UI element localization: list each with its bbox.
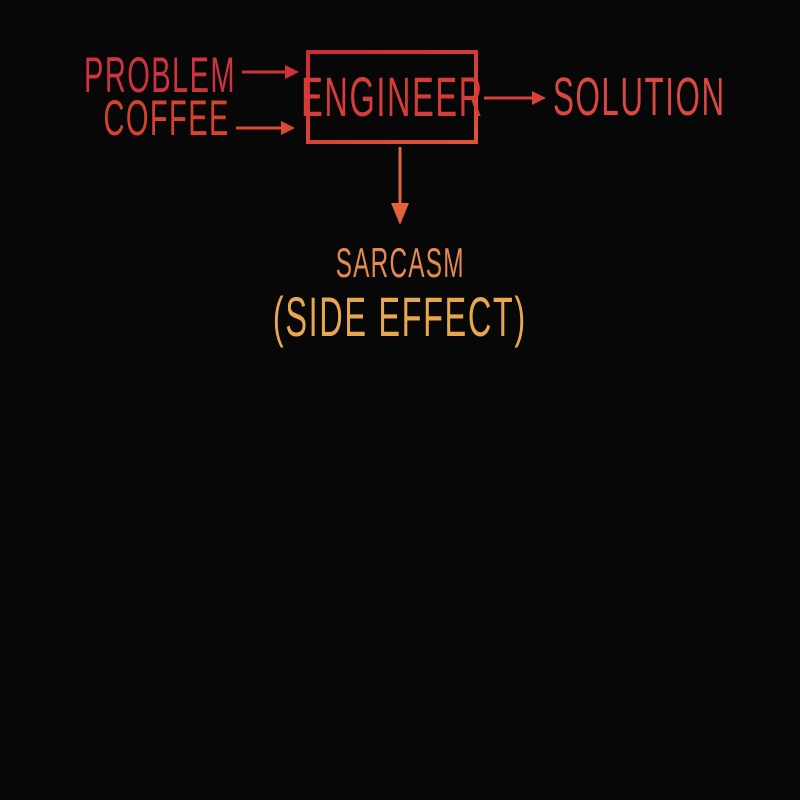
node-engineer-label: ENGINEER bbox=[235, 69, 550, 125]
node-sarcasm-sublabel: (SIDE EFFECT) bbox=[0, 289, 800, 345]
node-sarcasm-label: SARCASM bbox=[0, 242, 800, 284]
node-solution-label: SOLUTION bbox=[553, 70, 800, 124]
node-sarcasm-text: SARCASM bbox=[335, 239, 465, 286]
right-arrow-icon bbox=[242, 65, 299, 79]
arrow-coffee-to-engineer bbox=[236, 117, 296, 139]
node-engineer-box: ENGINEER bbox=[301, 50, 482, 144]
arrow-engineer-to-solution bbox=[484, 87, 548, 109]
node-solution-text: SOLUTION bbox=[553, 67, 726, 127]
node-coffee-text: COFFEE bbox=[103, 90, 230, 146]
node-engineer-text: ENGINEER bbox=[300, 65, 484, 128]
node-problem-label: PROBLEM bbox=[0, 50, 236, 100]
down-arrow-icon bbox=[391, 147, 409, 225]
node-problem-text: PROBLEM bbox=[84, 47, 236, 103]
node-sarcasm-subtext: (SIDE EFFECT) bbox=[273, 285, 527, 348]
arrow-problem-to-engineer bbox=[242, 61, 300, 83]
right-arrow-icon bbox=[484, 91, 546, 105]
right-arrow-icon bbox=[236, 121, 295, 135]
node-coffee-label: COFFEE bbox=[12, 93, 230, 143]
arrow-engineer-to-sarcasm bbox=[388, 147, 412, 227]
